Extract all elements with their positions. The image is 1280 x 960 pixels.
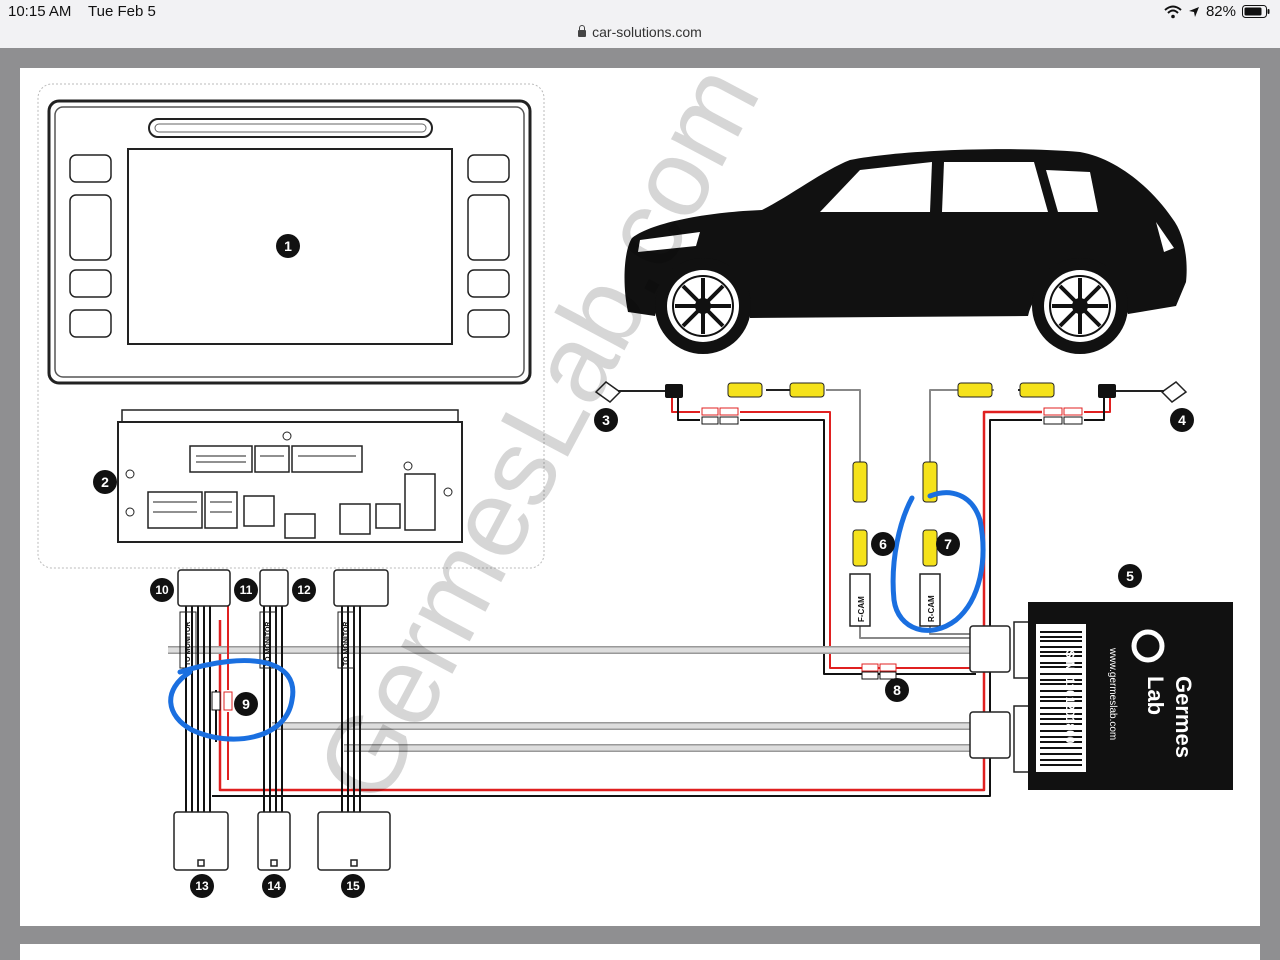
to-monitor-label-10: TO MONITOR: [185, 622, 192, 666]
svg-text:9: 9: [242, 696, 250, 712]
module-connectors: [969, 621, 1031, 773]
front-camera: [594, 381, 683, 403]
callout-6: 6: [871, 532, 895, 556]
status-indicators: 82%: [1164, 3, 1270, 20]
svg-text:4: 4: [1178, 412, 1186, 428]
svg-text:10: 10: [155, 583, 169, 597]
svg-text:2: 2: [101, 474, 109, 490]
wiring: [168, 389, 1111, 812]
battery-icon: [1242, 5, 1270, 18]
address-bar[interactable]: car-solutions.com: [0, 24, 1280, 48]
module-brand-1: Germes: [1171, 676, 1196, 758]
module-brand-2: Lab: [1143, 676, 1168, 715]
callout-1: 1: [276, 234, 300, 258]
svg-text:12: 12: [297, 583, 311, 597]
status-date: Tue Feb 5: [88, 3, 156, 20]
rcam-label: R-CAM: [927, 595, 936, 622]
svg-text:1: 1: [284, 238, 292, 254]
callout-10: 10: [150, 578, 174, 602]
callout-11: 11: [234, 578, 258, 602]
to-monitor-label-11: TO MONITOR: [265, 622, 272, 666]
callout-15: 15: [341, 874, 365, 898]
rear-camera: [1098, 381, 1188, 403]
svg-text:5: 5: [1126, 568, 1134, 584]
callout-8: 8: [885, 678, 909, 702]
status-bar: 10:15 AM Tue Feb 5 82%: [0, 0, 1280, 24]
svg-text:13: 13: [195, 879, 209, 893]
wifi-icon: [1164, 5, 1182, 18]
svg-text:8: 8: [893, 682, 901, 698]
head-unit-display: [47, 99, 532, 385]
location-arrow-icon: [1188, 6, 1199, 17]
fcam-label: F-CAM: [857, 596, 866, 622]
car-silhouette: [624, 149, 1187, 354]
battery-percent: 82%: [1205, 3, 1236, 20]
annotation-circles: [168, 490, 986, 742]
callout-2: 2: [93, 470, 117, 494]
harness-bottom-connectors: [173, 811, 391, 871]
svg-text:7: 7: [944, 536, 952, 552]
callouts: 1 2 3 4 5 6 7 8 9 10 11 12 13 14 15: [93, 234, 1194, 898]
germeslab-module: S/N: 1101201800 www.germeslab.com Germes…: [1028, 602, 1233, 790]
head-unit-back: [117, 409, 463, 543]
callout-7: 7: [936, 532, 960, 556]
head-unit-group-border: [37, 83, 545, 569]
svg-text:15: 15: [346, 879, 360, 893]
module-serial: S/N: 1101201800: [1063, 650, 1077, 744]
svg-text:11: 11: [240, 583, 253, 597]
callout-4: 4: [1170, 408, 1194, 432]
lock-icon: [578, 25, 587, 37]
to-monitor-label-12: TO MONITOR: [343, 622, 350, 666]
next-content-card: [20, 944, 1260, 960]
callout-5: 5: [1118, 564, 1142, 588]
status-time: 10:15 AM: [8, 3, 72, 20]
svg-text:3: 3: [602, 412, 610, 428]
callout-3: 3: [594, 408, 618, 432]
callout-13: 13: [190, 874, 214, 898]
rca-connectors: [211, 382, 1083, 711]
url-text: car-solutions.com: [592, 24, 702, 40]
svg-text:14: 14: [267, 879, 281, 893]
watermark: GermesLab.com: [293, 46, 783, 822]
module-website: www.germeslab.com: [1107, 647, 1118, 740]
callout-9: 9: [234, 692, 258, 716]
callout-14: 14: [262, 874, 286, 898]
harness-top-connectors: [177, 569, 389, 607]
callout-12: 12: [292, 578, 316, 602]
svg-text:6: 6: [879, 536, 887, 552]
